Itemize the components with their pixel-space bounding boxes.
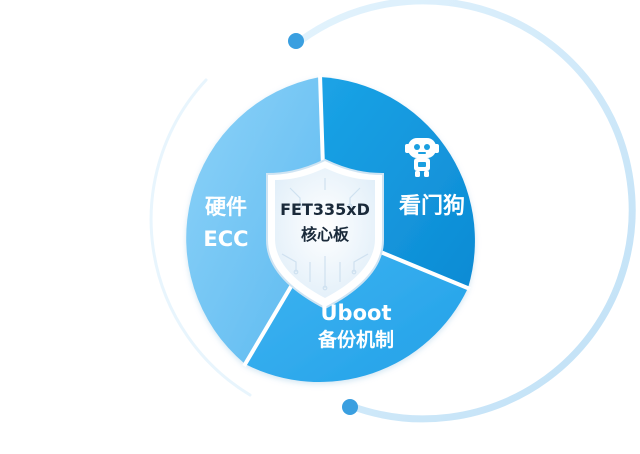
- orbit-ring-inner: [149, 78, 252, 397]
- orbit-dot-bottom: [342, 399, 358, 415]
- ecc-subtitle: ECC: [203, 227, 248, 251]
- circuit-traces-icon: [281, 178, 369, 291]
- uboot-subtitle: 备份机制: [317, 328, 394, 351]
- center-subtitle: 核心板: [301, 225, 350, 244]
- segment-ecc: [186, 77, 325, 364]
- uboot-title: Uboot: [321, 301, 392, 325]
- robot-icon: [405, 138, 439, 177]
- watchdog-label: 看门狗: [399, 193, 465, 219]
- orbit-dot-top: [288, 33, 304, 49]
- center-title: FET335xD: [280, 200, 370, 219]
- center-shield: [266, 158, 384, 310]
- ecc-title: 硬件: [205, 195, 247, 219]
- orbit-ring: [296, 0, 636, 423]
